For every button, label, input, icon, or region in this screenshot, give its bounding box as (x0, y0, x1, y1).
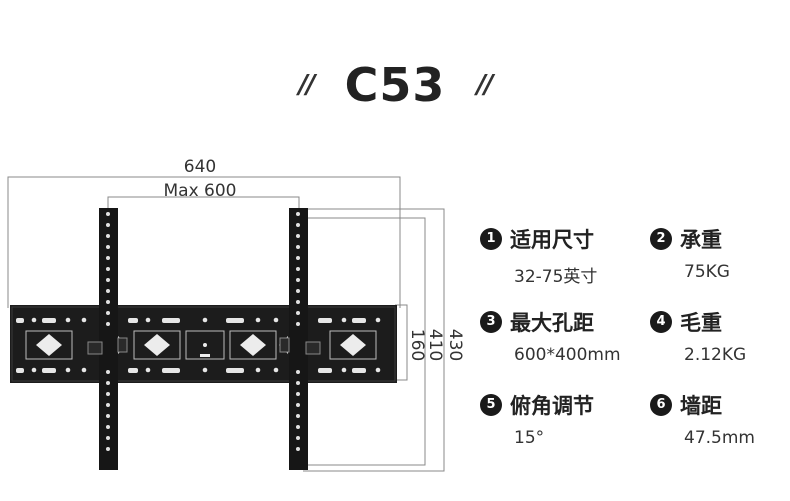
spec-number-badge: 4 (650, 311, 672, 333)
spec-label: 墙距 (680, 394, 722, 418)
spec-number-badge: 1 (480, 228, 502, 250)
mount-diagram: 640 Max 600 430 410 160 (7, 157, 465, 472)
spec-value: 32-75英寸 (514, 267, 598, 287)
spec-label: 最大孔距 (510, 311, 594, 335)
spec-label: 毛重 (680, 311, 722, 335)
height-outer-label: 430 (445, 329, 465, 361)
spec-gross-weight: 4 毛重 2.12KG (650, 307, 746, 365)
height-mid-label: 410 (425, 329, 445, 361)
spec-value: 2.12KG (684, 345, 747, 365)
wall-plate (10, 305, 397, 383)
spec-value: 47.5mm (684, 428, 755, 448)
title-left-mark: // (298, 70, 316, 100)
spec-number-badge: 6 (650, 394, 672, 416)
height-inner-label: 160 (407, 329, 427, 361)
vertical-arm-left (87, 208, 128, 470)
spec-load: 2 承重 75KG (650, 224, 730, 282)
product-title: // C53 // (0, 58, 790, 112)
spec-value: 15° (514, 428, 545, 448)
spec-hole-distance: 3 最大孔距 600*400mm (480, 307, 621, 365)
spec-number-badge: 2 (650, 228, 672, 250)
spec-label: 承重 (680, 228, 722, 252)
spec-label: 适用尺寸 (510, 228, 594, 252)
title-right-mark: // (476, 70, 493, 100)
spec-number-badge: 3 (480, 311, 502, 333)
spec-label: 俯角调节 (510, 394, 594, 418)
spec-size: 1 适用尺寸 32-75英寸 (480, 224, 597, 287)
total-width-label: 640 (184, 157, 216, 177)
spec-value: 600*400mm (514, 345, 621, 365)
spec-wall-distance: 6 墙距 47.5mm (650, 390, 755, 448)
spec-number-badge: 5 (480, 394, 502, 416)
model-name: C53 (344, 58, 446, 112)
vertical-arm-right (279, 208, 321, 470)
max-width-label: Max 600 (164, 181, 237, 201)
spec-tilt: 5 俯角调节 15° (480, 390, 594, 448)
spec-value: 75KG (684, 262, 730, 282)
dimension-lines (7, 176, 445, 472)
